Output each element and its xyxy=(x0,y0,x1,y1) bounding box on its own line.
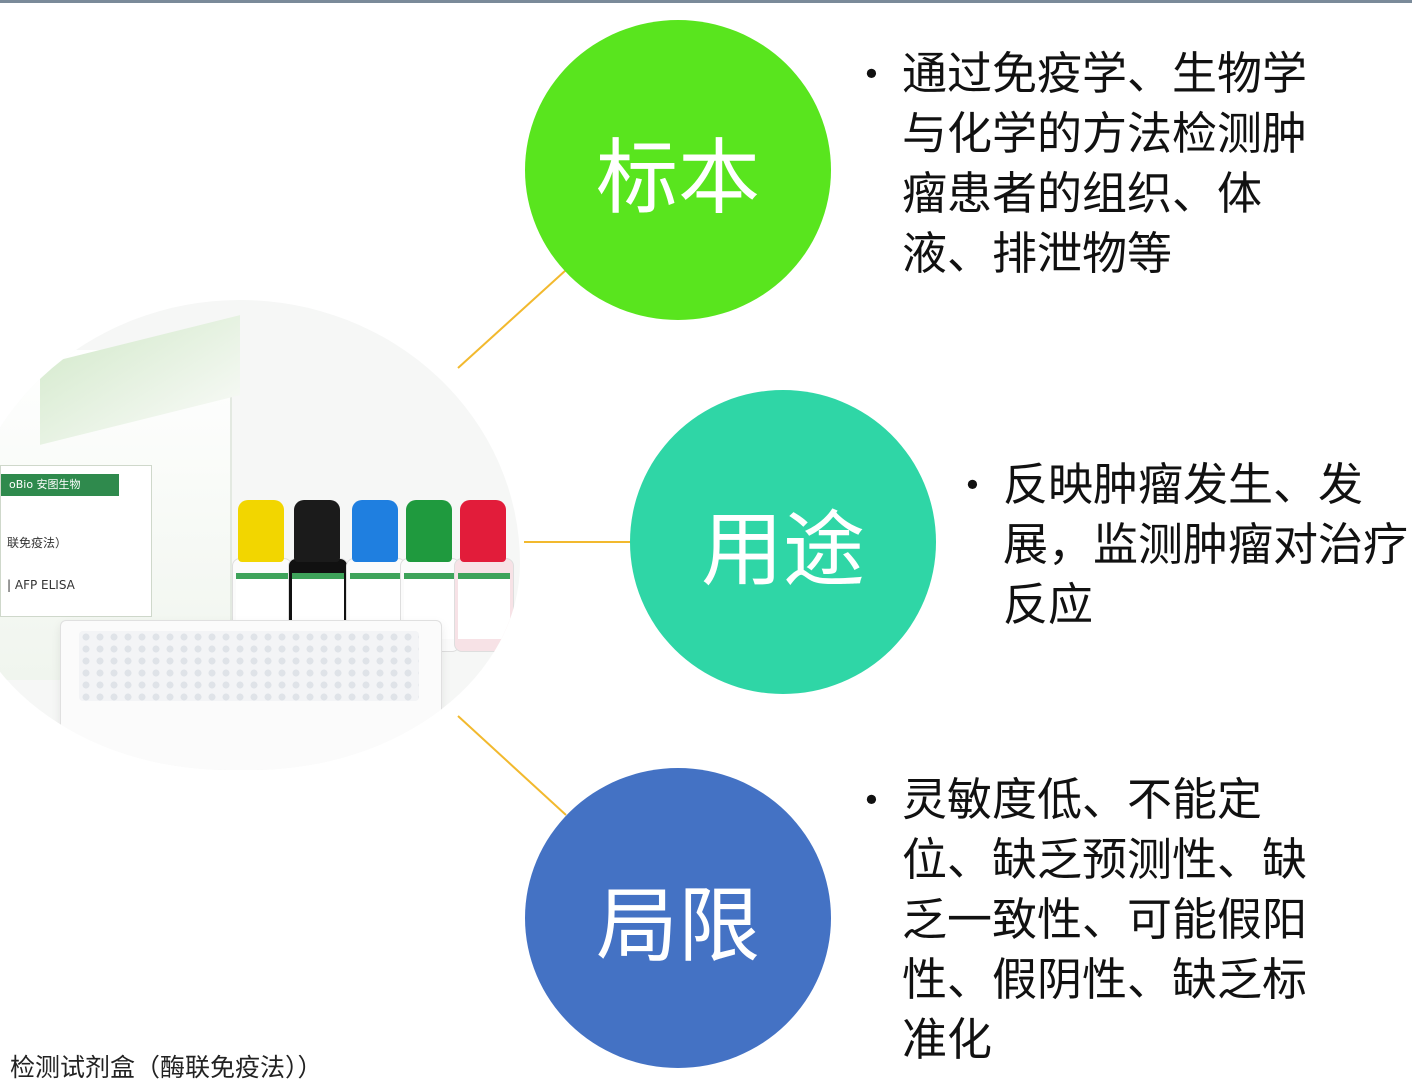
top-border xyxy=(0,0,1412,3)
bullet-icon: • xyxy=(963,466,982,504)
node-title: 用途 xyxy=(700,502,865,598)
description-text: 灵敏度低、不能定位、缺乏预测性、缺乏一致性、可能假阳性、假阴性、缺乏标准化 xyxy=(902,773,1308,1066)
connector-line-3 xyxy=(457,715,567,816)
method-label: 联免疫法） xyxy=(7,536,68,550)
bottle-cap xyxy=(460,500,506,562)
connector-line-1 xyxy=(457,269,567,369)
description-text: 反映肿瘤发生、发展，监测肿瘤对治疗反应 xyxy=(1003,458,1409,631)
node-description: • 灵敏度低、不能定位、缺乏预测性、缺乏一致性、可能假阳性、假阴性、缺乏标准化 xyxy=(862,770,1322,1070)
bottle-cap xyxy=(406,500,452,562)
photo-caption: 检测试剂盒（酶联免疫法）） xyxy=(10,1053,323,1082)
microplate xyxy=(60,620,442,770)
bottle-cap xyxy=(294,500,340,562)
product-code: | AFP ELISA xyxy=(7,578,75,592)
bullet-icon: • xyxy=(862,781,881,819)
bottle-cap xyxy=(238,500,284,562)
kit-label: oBio 安图生物 联免疫法） | AFP ELISA xyxy=(0,465,152,617)
brand-label: oBio 安图生物 xyxy=(1,474,119,496)
node-title: 局限 xyxy=(595,878,760,974)
bottle-cap xyxy=(352,500,398,562)
bullet-icon: • xyxy=(862,55,881,93)
node-description: • 通过免疫学、生物学与化学的方法检测肿瘤患者的组织、体液、排泄物等 xyxy=(862,44,1332,284)
node-title: 标本 xyxy=(595,130,760,226)
reagent-bottle xyxy=(454,500,514,652)
node-circle-limitation: 局限 xyxy=(525,768,831,1068)
product-photo: oBio 安图生物 联免疫法） | AFP ELISA xyxy=(0,300,520,770)
node-description: • 反映肿瘤发生、发展，监测肿瘤对治疗反应 xyxy=(963,455,1412,635)
node-circle-specimen: 标本 xyxy=(525,20,831,320)
node-circle-usage: 用途 xyxy=(630,390,936,694)
description-text: 通过免疫学、生物学与化学的方法检测肿瘤患者的组织、体液、排泄物等 xyxy=(902,47,1308,280)
